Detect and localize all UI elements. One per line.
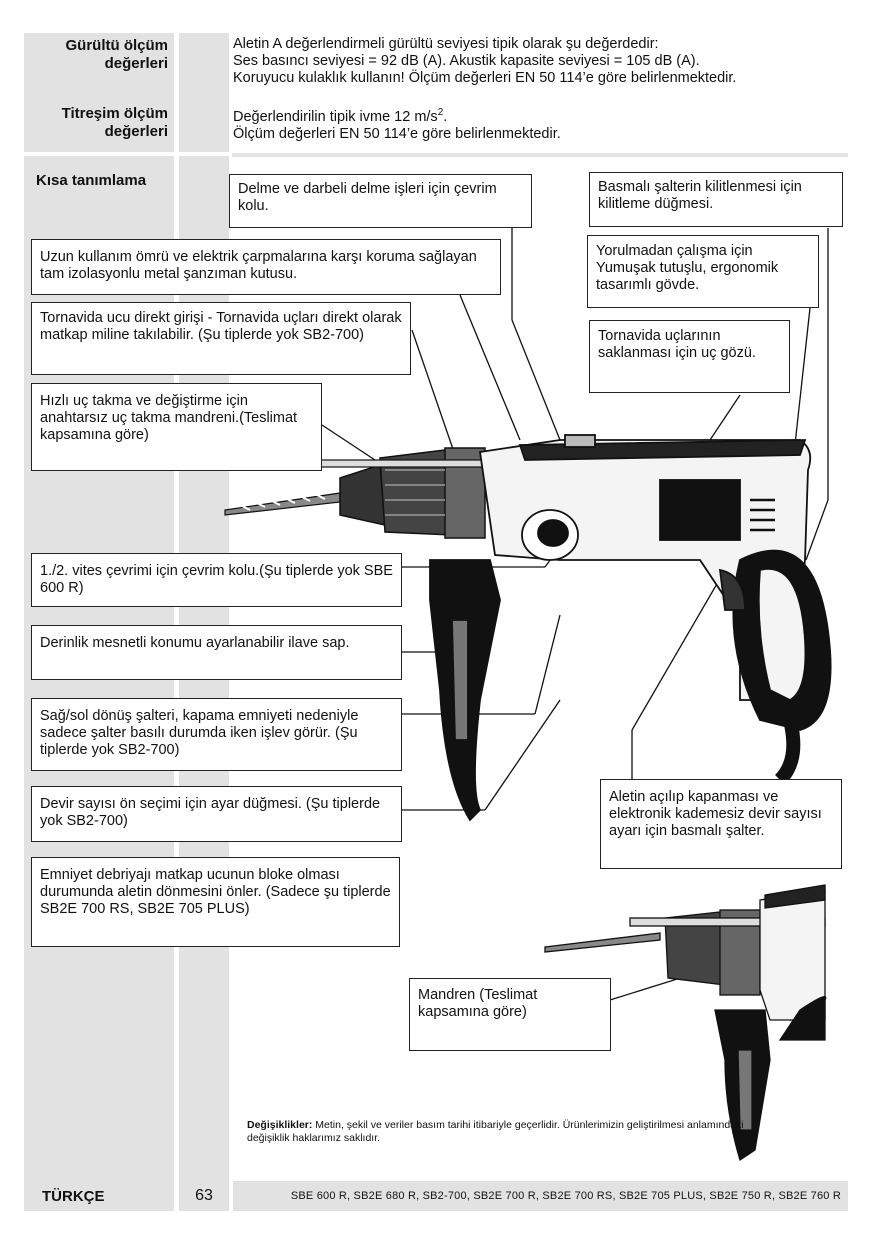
- page-number: 63: [195, 1187, 213, 1204]
- footer-models: SBE 600 R, SB2E 680 R, SB2-700, SB2E 700…: [290, 1190, 841, 1202]
- callout-screwdriver-entry: Tornavida ucu direkt girişi - Tornavida …: [31, 302, 411, 375]
- callout-reverse-switch: Sağ/sol dönüş şalteri, kapama emniyeti n…: [31, 698, 402, 771]
- callout-aux-handle: Derinlik mesnetli konumu ayarlanabilir i…: [31, 625, 402, 680]
- callout-soft-grip: Yorulmadan çalışma için Yumuşak tutuşlu,…: [587, 235, 819, 308]
- narrow-column: [179, 33, 229, 1181]
- note-text: Metin, şekil ve veriler basım tarihi iti…: [247, 1119, 744, 1144]
- callout-trigger: Aletin açılıp kapanması ve elektronik ka…: [600, 779, 842, 869]
- footer-models-cell: [233, 1181, 848, 1211]
- left-label-column: [24, 33, 174, 1181]
- callout-speed-lever: 1./2. vites çevrimi için çevrim kolu.(Şu…: [31, 553, 402, 607]
- callout-gear-lever: Delme ve darbeli delme işleri için çevri…: [229, 174, 532, 228]
- noise-line: Koruyucu kulaklık kullanın! Ölçüm değerl…: [233, 70, 737, 86]
- noise-line: Ses basıncı seviyesi = 92 dB (A). Akusti…: [233, 53, 700, 69]
- vibration-line: Ölçüm değerleri EN 50 114’e göre belirle…: [233, 125, 561, 142]
- noise-text: Aletin A değerlendirmeli gürültü seviyes…: [233, 36, 843, 87]
- changes-note: Değişiklikler: Metin, şekil ve veriler b…: [247, 1119, 747, 1145]
- callout-bit-storage: Tornavida uçlarının saklanması için uç g…: [589, 320, 790, 393]
- section-title: Kısa tanımlama: [36, 172, 147, 189]
- divider: [179, 152, 229, 156]
- footer-language-cell: [24, 1181, 174, 1211]
- vibration-value: Değerlendirilin tipik ivme 12 m/s: [233, 108, 438, 125]
- period: .: [443, 108, 448, 125]
- vibration-line: Değerlendirilin tipik ivme 12 m/s2.: [233, 104, 843, 126]
- noise-label: Gürültü ölçüm değerleri: [65, 37, 169, 72]
- callout-chuck: Mandren (Teslimat kapsamına göre): [409, 978, 611, 1051]
- note-title: Değişiklikler:: [247, 1119, 313, 1131]
- divider: [232, 153, 848, 157]
- exponent: 2: [437, 107, 444, 118]
- callout-speed-preset: Devir sayısı ön seçimi için ayar düğmesi…: [31, 786, 402, 842]
- vibration-text: Değerlendirilin tipik ivme 12 m/s2. Ölçü…: [233, 104, 843, 143]
- footer-language: TÜRKÇE: [42, 1188, 105, 1205]
- callout-clutch: Emniyet debriyajı matkap ucunun bloke ol…: [31, 857, 400, 947]
- callout-keyless-chuck: Hızlı uç takma ve değiştirme için anahta…: [31, 383, 322, 471]
- noise-line: Aletin A değerlendirmeli gürültü seviyes…: [233, 36, 659, 52]
- vibration-label: Titreşim ölçüm değerleri: [61, 105, 168, 140]
- callout-lock-button: Basmalı şalterin kilitlenmesi için kilit…: [589, 172, 843, 227]
- callout-gearbox: Uzun kullanım ömrü ve elektrik çarpmalar…: [31, 239, 501, 295]
- divider: [24, 152, 174, 156]
- footer-page-cell: [179, 1181, 229, 1211]
